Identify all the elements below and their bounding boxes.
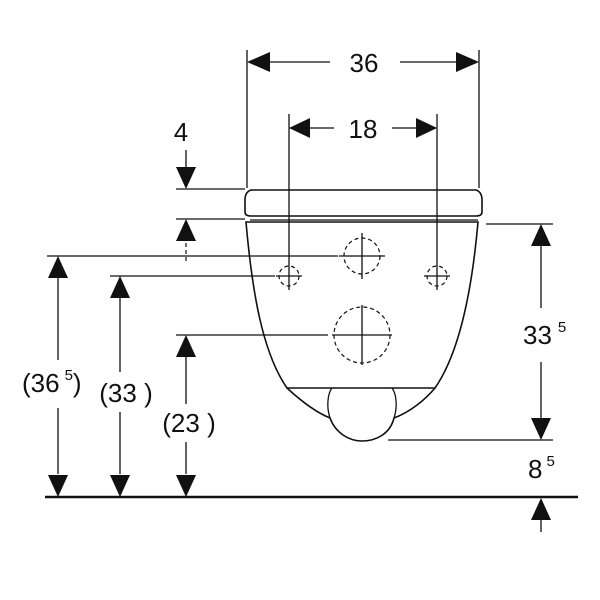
dim-height-lower: (23 ) [162,335,216,497]
dim-seat-thickness: 4 [174,117,196,241]
fixing-hole-left [276,262,302,290]
label-height-middle: (33 ) [99,378,152,408]
wc-seat [244,189,483,221]
water-inlet [339,233,385,279]
label-seat-thickness: 4 [174,117,188,147]
label-fixing-spacing: 18 [349,114,378,144]
fixing-hole-right [424,262,450,290]
drain-outlet [332,305,392,365]
dim-fixing-spacing: 18 [289,114,437,144]
label-height-lower: (23 ) [162,408,215,438]
dim-height-middle: (33 ) [99,276,153,497]
dim-width-total: 36 [247,48,479,78]
extension-lines [47,50,553,441]
label-width-total: 36 [350,48,379,78]
